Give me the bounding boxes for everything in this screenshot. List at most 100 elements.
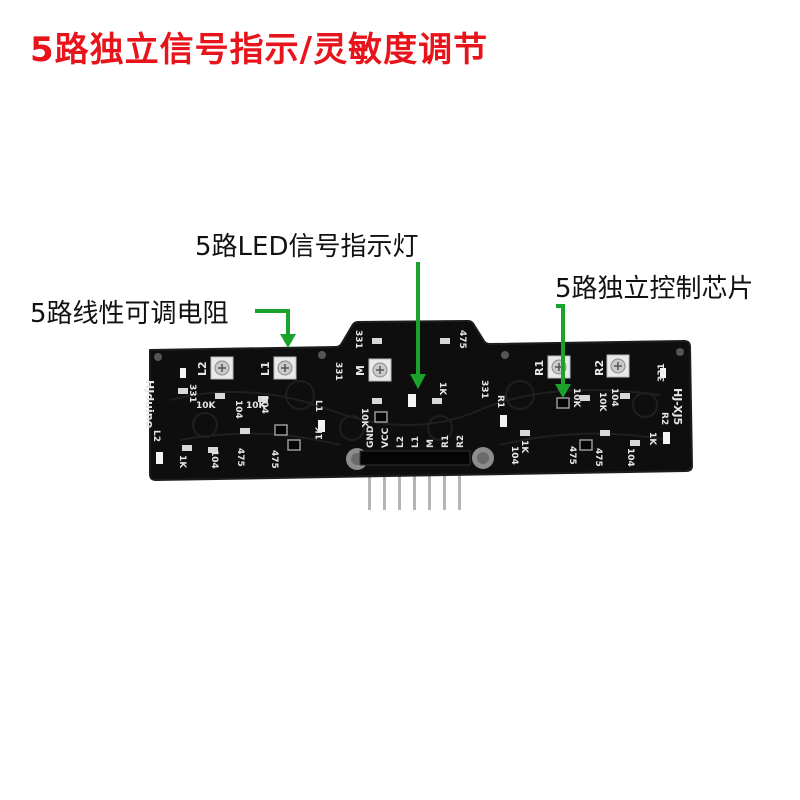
arrow-down-icon	[255, 309, 296, 348]
code-1k: 1K	[437, 382, 447, 396]
led-label-l2: L2	[151, 430, 161, 442]
smd-resistor	[258, 396, 268, 402]
code-10k: 10K	[196, 401, 217, 411]
smd-resistor	[520, 430, 530, 436]
chip	[274, 424, 288, 436]
power-led	[180, 368, 186, 378]
chip-annotation: 5路独立控制芯片	[555, 274, 754, 304]
code-1k: 1K	[519, 440, 529, 454]
smd-resistor	[432, 398, 442, 404]
header-pins	[368, 462, 461, 510]
smd-resistor	[208, 447, 218, 453]
control-chips	[274, 397, 593, 451]
smd-resistor	[372, 398, 382, 404]
channel-label-l2: L2	[196, 361, 209, 376]
pin	[398, 462, 401, 510]
chip	[579, 439, 593, 451]
smd-resistor	[630, 440, 640, 446]
smd-components	[178, 338, 640, 453]
potentiometer-r1	[547, 355, 571, 379]
led	[408, 394, 416, 407]
code-1k: 1K	[315, 426, 325, 440]
code-104: 104	[609, 388, 619, 407]
potentiometer-m	[368, 358, 392, 382]
code-331: 331	[333, 362, 343, 381]
channel-label-l1: L1	[259, 361, 272, 376]
smd-resistor	[580, 395, 590, 401]
potentiometer-r2	[606, 354, 630, 378]
pin	[443, 462, 446, 510]
pin	[368, 462, 371, 510]
code-475: 475	[457, 330, 467, 349]
pin	[383, 462, 386, 510]
code-10k: 10K	[597, 392, 607, 413]
code-475: 475	[235, 448, 245, 467]
code-104: 104	[259, 395, 269, 414]
code-475: 475	[269, 450, 279, 469]
pin	[458, 462, 461, 510]
pin-label-vcc: VCC	[381, 427, 391, 448]
potentiometer-annotation: 5路线性可调电阻	[30, 299, 229, 329]
channel-label-r1: R1	[533, 360, 546, 376]
led	[318, 420, 325, 432]
code-331: 331	[353, 330, 363, 349]
smd-resistor	[440, 338, 450, 344]
pin-header	[359, 450, 471, 466]
code-1k: 1K	[177, 455, 187, 469]
code-104: 104	[209, 450, 219, 469]
annotation-arrows	[255, 262, 571, 398]
potentiometer-l1	[273, 356, 297, 380]
pin-label-l2: L2	[396, 436, 406, 448]
model-label: HJ-XJ5	[671, 388, 684, 425]
smd-resistor	[620, 393, 630, 399]
code-104: 104	[625, 448, 635, 467]
led	[663, 432, 670, 444]
code-331: 331	[187, 384, 197, 403]
mounting-hole	[676, 348, 684, 356]
brand-label: HJduino	[143, 380, 156, 429]
code-104: 104	[509, 446, 519, 465]
channel-label-r2: R2	[593, 360, 606, 376]
pin-label-r1: R1	[441, 435, 451, 448]
mounting-hole	[154, 353, 162, 361]
led	[156, 452, 163, 464]
code-331: 331	[479, 380, 489, 399]
code-1k: 1K	[647, 432, 657, 446]
code-10k: 10K	[359, 408, 369, 429]
mounting-hole	[318, 351, 326, 359]
mounting-hole	[501, 351, 509, 359]
smd-resistor	[600, 430, 610, 436]
power-led	[660, 368, 666, 378]
chip	[556, 397, 570, 409]
code-104: 104	[233, 400, 243, 419]
led-label-r1: R1	[495, 395, 505, 408]
led-label-l1: L1	[313, 400, 323, 412]
smd-resistor	[372, 338, 382, 344]
code-10k: 10K	[246, 401, 267, 411]
smd-resistor	[178, 388, 188, 394]
arrow-down-icon	[555, 304, 571, 398]
signal-leds	[156, 368, 670, 464]
pin	[428, 462, 431, 510]
code-475: 475	[593, 448, 603, 467]
smd-resistor	[240, 428, 250, 434]
chip	[374, 411, 388, 423]
smd-resistor	[182, 445, 192, 451]
led	[500, 415, 507, 427]
led-label-r2: R2	[659, 412, 669, 425]
pin-label-gnd: GND	[366, 426, 376, 448]
pin	[413, 462, 416, 510]
pin-label-l1: L1	[411, 436, 421, 448]
potentiometer-l2	[210, 356, 234, 380]
pin-label-m: M	[426, 439, 436, 448]
arrow-down-icon	[410, 262, 426, 389]
page-title: 5路独立信号指示/灵敏度调节	[30, 30, 489, 70]
code-331: 331	[657, 363, 667, 382]
pin-label-r2: R2	[456, 435, 466, 448]
chip	[287, 439, 301, 451]
code-475: 475	[567, 446, 577, 465]
led-annotation: 5路LED信号指示灯	[195, 232, 419, 262]
smd-resistor	[215, 393, 225, 399]
code-10k: 10K	[571, 388, 581, 409]
